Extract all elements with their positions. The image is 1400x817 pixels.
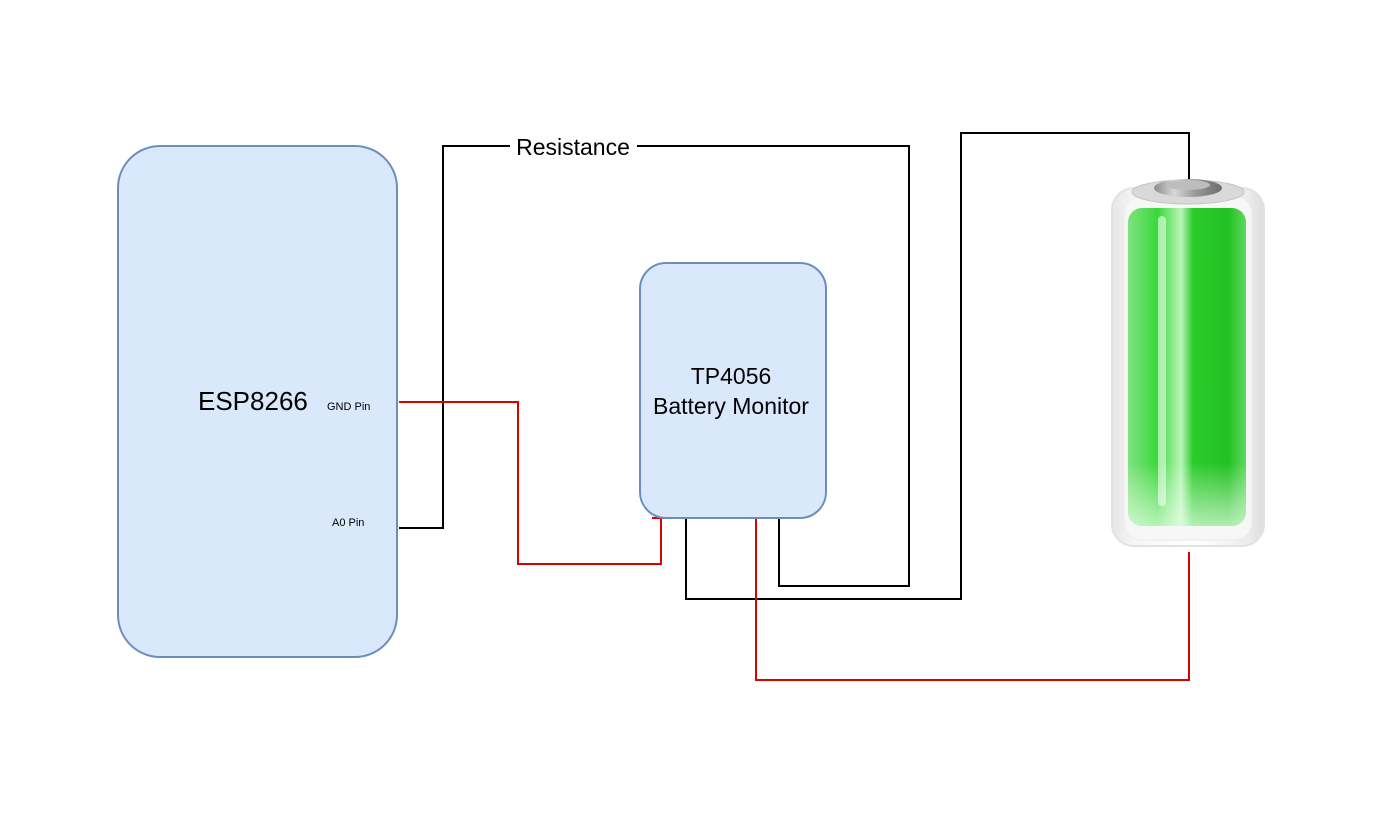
- gnd-pin-label: GND Pin: [327, 401, 370, 413]
- esp8266-title: ESP8266: [198, 386, 308, 416]
- wire-tp4056-to-battery-bottom: [755, 518, 1190, 681]
- wire-gnd-to-tp4056: [399, 401, 662, 565]
- wire-a0-to-resistance: [399, 145, 510, 529]
- tp4056-subtitle: Battery Monitor: [653, 393, 809, 419]
- esp8266-box: [117, 145, 398, 658]
- tp4056-title: TP4056: [691, 363, 772, 389]
- battery-cell-icon: [1111, 179, 1265, 547]
- tp4056-box: [639, 262, 827, 519]
- resistance-label: Resistance: [516, 134, 630, 160]
- wire-resistance-to-tp4056: [637, 145, 910, 587]
- a0-pin-label: A0 Pin: [332, 517, 364, 529]
- wire-tp4056-to-battery-top: [685, 132, 1190, 600]
